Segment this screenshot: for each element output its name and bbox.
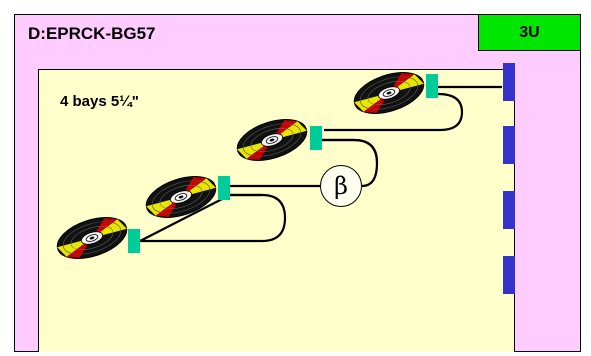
drive-3	[231, 111, 313, 169]
cable-drive-1	[138, 193, 287, 243]
cable-drive-3-to-4	[322, 138, 379, 164]
cable-drive-3-up	[324, 92, 464, 132]
panel-port-group	[503, 63, 515, 294]
drive-2-connector	[218, 176, 230, 200]
disc-icon	[231, 111, 313, 169]
bays-label: 4 bays 5¼"	[60, 93, 139, 110]
beta-node: β	[320, 165, 362, 207]
panel-port-4	[503, 256, 515, 294]
panel-port-1	[503, 63, 515, 101]
panel-port-2	[503, 126, 515, 164]
drive-4-connector	[426, 74, 438, 98]
panel-port-3	[503, 191, 515, 229]
drive-1	[51, 209, 133, 267]
disc-icon	[348, 64, 430, 122]
drive-bay-area	[38, 69, 515, 352]
disc-icon	[51, 209, 133, 267]
drive-3-connector	[310, 126, 322, 150]
drive-4	[348, 64, 430, 122]
enclosure-title: D:EPRCK-BG57	[28, 24, 156, 43]
disc-icon	[140, 168, 222, 226]
cable-group	[138, 85, 502, 243]
drive-1-connector	[128, 229, 140, 253]
drive-2	[140, 168, 222, 226]
size-tag: 3U	[478, 14, 581, 51]
